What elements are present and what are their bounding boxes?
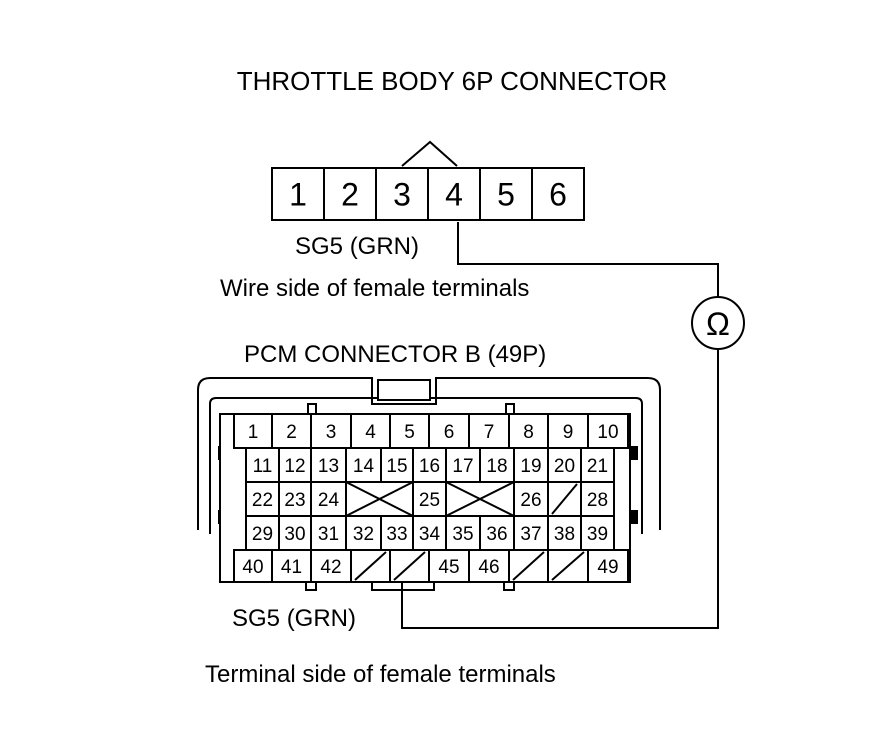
pcm-terminal-number: 45: [438, 557, 459, 578]
rib-top-right: [505, 403, 515, 415]
pcm-terminal-cell: [587, 413, 629, 449]
key-right-upper: [630, 446, 638, 460]
pcm-terminal-number: 42: [320, 557, 341, 578]
pcm-terminal-number: 12: [284, 456, 305, 477]
terminal-number: 4: [445, 177, 463, 213]
pcm-terminal-cell: [345, 515, 382, 551]
pcm-terminal-number: 40: [242, 557, 263, 578]
pcm-terminal-number: 9: [563, 422, 574, 443]
terminal-number: 2: [341, 177, 359, 213]
pcm-terminal-number: 31: [318, 524, 339, 545]
pcm-terminal-cell: [345, 447, 382, 483]
pcm-terminal-cell: [513, 515, 549, 551]
pcm-terminal-cell: [389, 413, 430, 449]
pcm-terminal-number: 39: [587, 524, 608, 545]
pcm-terminal-cell: [547, 413, 589, 449]
pcm-terminal-cell: [508, 413, 549, 449]
pcm-terminal-number: 17: [452, 456, 473, 477]
diagram-title: THROTTLE BODY 6P CONNECTOR: [237, 66, 668, 96]
pcm-terminal-number: 34: [419, 524, 441, 545]
terminal-cell: [479, 167, 533, 221]
pcm-terminal-number: 37: [520, 524, 541, 545]
key-right-lower: [630, 510, 638, 524]
pcm-terminal-cell: [479, 515, 515, 551]
ohmmeter-icon: Ω: [691, 296, 745, 350]
throttle-connector-caption: Wire side of female terminals: [220, 275, 529, 302]
pcm-terminal-number: 38: [554, 524, 575, 545]
pcm-terminal-number: 21: [587, 456, 608, 477]
pcm-terminal-number: 33: [386, 524, 407, 545]
pcm-terminal-number: 25: [419, 490, 440, 511]
pcm-connector-shell: [197, 377, 661, 530]
throttle-probe-label: SG5 (GRN): [295, 233, 419, 260]
pcm-connector-caption: Terminal side of female terminals: [205, 661, 556, 688]
pcm-terminal-number: 15: [386, 456, 407, 477]
pcm-terminal-cell: [412, 515, 447, 551]
unused-cavity-mark: [393, 551, 426, 581]
pcm-terminal-cell: [233, 549, 273, 583]
pcm-terminal-number: 36: [486, 524, 507, 545]
pcm-terminal-cell: [245, 447, 280, 483]
terminal-cell: [271, 167, 325, 221]
pcm-terminal-number: 32: [353, 524, 374, 545]
pcm-terminal-number: 41: [281, 557, 302, 578]
unused-cavity-mark: [551, 483, 578, 515]
pcm-terminal-number: 6: [444, 422, 455, 443]
unused-cavity-mark: [551, 551, 585, 581]
pcm-terminal-number: 46: [478, 557, 499, 578]
pcm-terminal-number: 35: [452, 524, 473, 545]
pcm-terminal-cell: [468, 549, 510, 583]
pcm-terminal-number: 29: [252, 524, 273, 545]
pcm-terminal-number: 16: [419, 456, 440, 477]
terminal-cell: [323, 167, 377, 221]
test-lead-lower: [401, 348, 719, 629]
pcm-terminal-cell: [513, 481, 549, 517]
pcm-terminal-number: 1: [248, 422, 259, 443]
ohm-symbol: Ω: [706, 306, 730, 342]
terminal-cell: [531, 167, 585, 221]
pcm-terminal-number: 28: [587, 490, 608, 511]
pcm-latch: [377, 379, 431, 401]
unused-cavity-mark: [445, 481, 515, 517]
pcm-terminal-number: 13: [318, 456, 339, 477]
terminal-number: 1: [289, 177, 307, 213]
terminal-number: 5: [497, 177, 515, 213]
pcm-connector-title: PCM CONNECTOR B (49P): [244, 341, 546, 368]
rib-top-left: [307, 403, 317, 415]
pcm-terminal-number: 26: [520, 490, 541, 511]
pcm-terminal-number: 3: [326, 422, 337, 443]
pcm-probe-label: SG5 (GRN): [232, 605, 356, 632]
pcm-terminal-number: 5: [404, 422, 415, 443]
terminal-cell: [427, 167, 481, 221]
pcm-terminal-number: 18: [486, 456, 507, 477]
pcm-terminal-number: 2: [286, 422, 297, 443]
unused-cavity-mark: [345, 481, 414, 517]
pcm-terminal-number: 7: [484, 422, 495, 443]
pcm-terminal-number: 20: [554, 456, 575, 477]
pcm-terminal-number: 4: [365, 422, 376, 443]
connector-lock-tab: [401, 140, 458, 167]
pcm-terminal-number: 10: [597, 422, 618, 443]
pcm-terminal-number: 11: [253, 456, 273, 477]
pcm-terminal-cell: [587, 549, 629, 583]
terminal-number: 6: [549, 177, 567, 213]
unused-cavity-mark: [512, 551, 545, 581]
terminal-number: 3: [393, 177, 411, 213]
pcm-terminal-cell: [412, 447, 447, 483]
unused-cavity-mark: [354, 551, 387, 581]
pcm-terminal-cell: [428, 549, 470, 583]
pcm-terminal-number: 23: [284, 490, 305, 511]
pcm-terminal-number: 8: [523, 422, 534, 443]
pcm-terminal-number: 24: [318, 490, 340, 511]
test-lead-upper: [457, 222, 719, 298]
pcm-terminal-number: 49: [597, 557, 618, 578]
pcm-terminal-number: 22: [252, 490, 273, 511]
pcm-terminal-cell: [310, 481, 347, 517]
pcm-terminal-number: 14: [353, 456, 375, 477]
pcm-terminal-number: 30: [284, 524, 305, 545]
pcm-terminal-number: 19: [520, 456, 541, 477]
